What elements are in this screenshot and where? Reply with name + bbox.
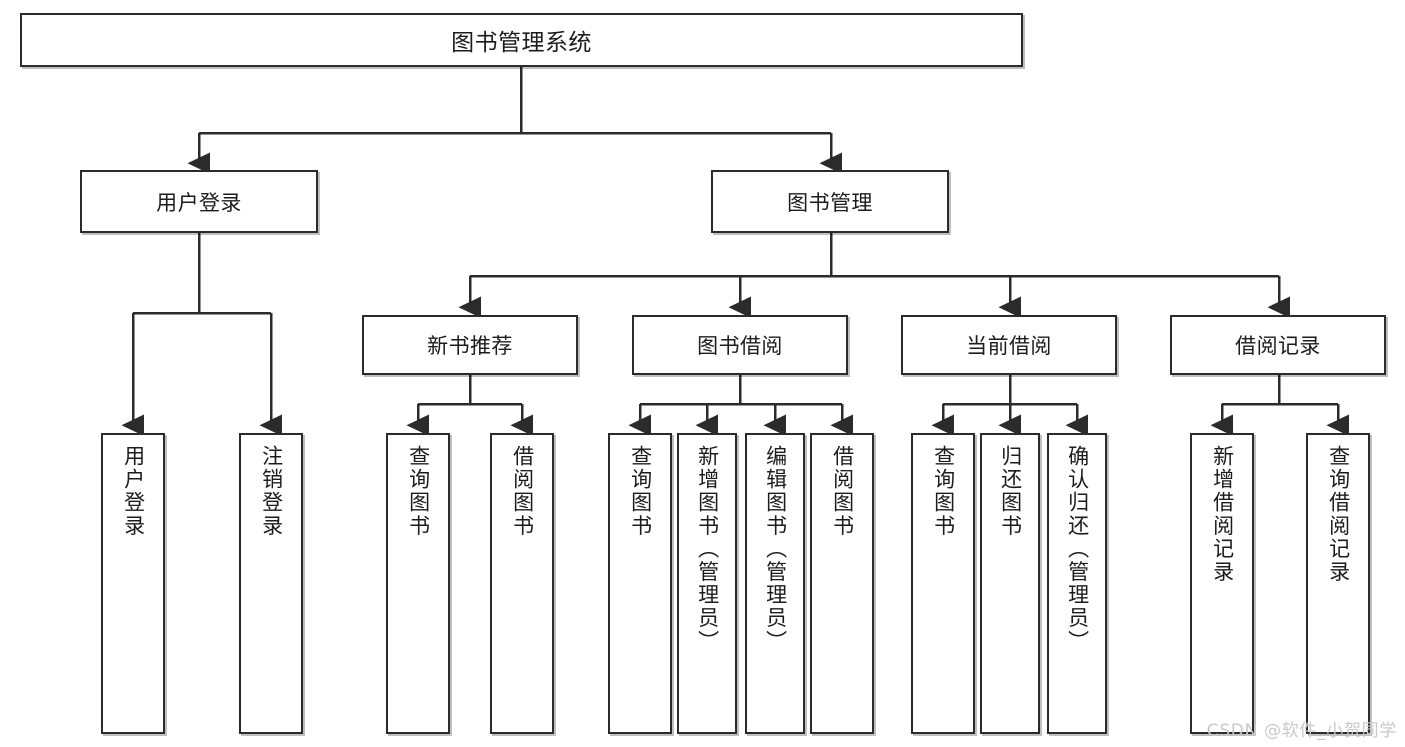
node-current-borrow-label: 当前借阅 (966, 334, 1052, 358)
leaf-book-borrow-add-book[interactable]: 新增图书（管理员） (677, 433, 737, 734)
node-user-login-label: 用户登录 (156, 190, 242, 215)
leaf-current-borrow-query-book-label: 查询图书 (931, 445, 956, 538)
leaf-borrow-record-query-record-label: 查询借阅记录 (1326, 445, 1351, 584)
leaf-book-borrow-borrow-book-label: 借阅图书 (830, 445, 855, 538)
node-new-book-recommend[interactable]: 新书推荐 (362, 315, 578, 375)
leaf-book-borrow-edit-book-label: 编辑图书（管理员） (763, 445, 788, 653)
node-book-borrow[interactable]: 图书借阅 (632, 315, 848, 375)
node-book-management-label: 图书管理 (787, 190, 873, 215)
leaf-new-book-query-book-label: 查询图书 (406, 445, 431, 538)
node-new-book-recommend-label: 新书推荐 (427, 334, 513, 358)
leaf-user-login-signout[interactable]: 注销登录 (239, 433, 303, 734)
leaf-current-borrow-confirm-return[interactable]: 确认归还（管理员） (1047, 433, 1107, 734)
csdn-watermark: CSDN @软件_小贺同学 (1206, 721, 1397, 741)
node-book-management[interactable]: 图书管理 (711, 170, 949, 233)
node-borrow-record-label: 借阅记录 (1235, 334, 1321, 358)
leaf-borrow-record-query-record[interactable]: 查询借阅记录 (1306, 433, 1370, 734)
leaf-user-login-signin[interactable]: 用户登录 (101, 433, 165, 734)
leaf-book-borrow-edit-book[interactable]: 编辑图书（管理员） (745, 433, 805, 734)
node-root[interactable]: 图书管理系统 (20, 13, 1023, 67)
leaf-borrow-record-add-record[interactable]: 新增借阅记录 (1190, 433, 1254, 734)
leaf-new-book-borrow-book-label: 借阅图书 (510, 445, 535, 538)
leaf-current-borrow-return-book[interactable]: 归还图书 (980, 433, 1040, 734)
leaf-current-borrow-confirm-return-label: 确认归还（管理员） (1065, 445, 1090, 653)
leaf-new-book-borrow-book[interactable]: 借阅图书 (490, 433, 554, 734)
node-root-label: 图书管理系统 (451, 30, 592, 56)
leaf-book-borrow-query-book-label: 查询图书 (628, 445, 653, 538)
node-user-login[interactable]: 用户登录 (80, 170, 318, 233)
leaf-user-login-signout-label: 注销登录 (259, 445, 284, 538)
leaf-user-login-signin-label: 用户登录 (121, 445, 146, 538)
leaf-book-borrow-borrow-book[interactable]: 借阅图书 (810, 433, 874, 734)
node-borrow-record[interactable]: 借阅记录 (1170, 315, 1386, 375)
leaf-book-borrow-query-book[interactable]: 查询图书 (608, 433, 672, 734)
leaf-current-borrow-query-book[interactable]: 查询图书 (911, 433, 975, 734)
leaf-new-book-query-book[interactable]: 查询图书 (386, 433, 450, 734)
node-current-borrow[interactable]: 当前借阅 (901, 315, 1117, 375)
leaf-borrow-record-add-record-label: 新增借阅记录 (1210, 445, 1235, 584)
node-book-borrow-label: 图书借阅 (697, 334, 783, 358)
leaf-book-borrow-add-book-label: 新增图书（管理员） (695, 445, 720, 653)
leaf-current-borrow-return-book-label: 归还图书 (998, 445, 1023, 538)
